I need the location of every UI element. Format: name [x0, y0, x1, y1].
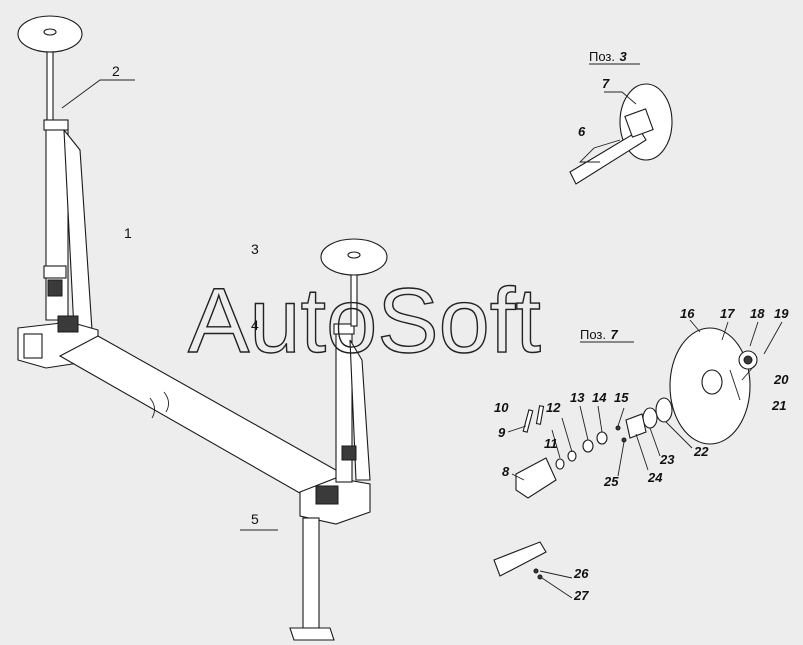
right-brace: [349, 339, 371, 481]
nut-26: [533, 568, 539, 574]
left-disc-hub: [43, 28, 57, 36]
leader-lines: [61, 63, 783, 599]
callout-17: 17: [720, 306, 735, 321]
leader-15: [617, 407, 625, 427]
bolt-10: [535, 405, 545, 425]
poz7-number: 7: [610, 327, 618, 342]
callout-26: 26: [573, 566, 589, 581]
callout-27: 27: [573, 588, 589, 603]
hub-24: [625, 413, 647, 439]
leader-14: [597, 405, 603, 433]
leader-11: [551, 429, 561, 459]
leader-6: [578, 139, 621, 163]
poz3-number: 3: [619, 49, 627, 64]
leader-12: [561, 417, 573, 453]
callout-11: 11: [544, 436, 558, 451]
poz7-label: Поз. 7: [580, 326, 618, 343]
callout-19: 19: [774, 306, 789, 321]
poz3-hub-bracket: [624, 108, 654, 138]
callout-25: 25: [603, 474, 619, 489]
callout-24: 24: [647, 470, 663, 485]
poz3-label: Поз. 3: [589, 48, 627, 65]
callout-12: 12: [546, 400, 561, 415]
leader-23: [649, 427, 661, 457]
callout-21: 21: [771, 398, 786, 413]
disc-16-hub: [701, 369, 723, 395]
poz7-prefix: Поз.: [580, 327, 606, 342]
watermark-text: AutoSoft: [188, 270, 541, 372]
cap-20-center: [743, 355, 753, 365]
leader-26: [539, 570, 573, 579]
leader-20: [741, 365, 755, 381]
arm-8: [515, 457, 557, 499]
seal-22: [655, 397, 673, 423]
right-disc-hub: [347, 251, 361, 259]
detail-poz3: [569, 83, 673, 185]
callout-20: 20: [773, 372, 789, 387]
callout-5: 5: [251, 511, 259, 527]
left-shaft: [46, 51, 54, 125]
leader-19: [763, 321, 783, 355]
washer-14: [596, 431, 608, 445]
right-clamp-top: [333, 323, 355, 335]
callout-22: 22: [693, 444, 709, 459]
callout-10: 10: [494, 400, 509, 415]
callout-23: 23: [659, 452, 675, 467]
left-end-bracket: [57, 315, 79, 333]
washer-13: [582, 439, 594, 453]
poz3-prefix: Поз.: [589, 49, 615, 64]
support-leg: [302, 517, 320, 629]
main-assembly: [17, 15, 388, 641]
callout-18: 18: [750, 306, 765, 321]
callout-2: 2: [112, 63, 120, 79]
bracket-26: [493, 541, 547, 577]
leader-22: [665, 421, 693, 449]
leader-27: [541, 577, 573, 599]
position-labels: Поз. 3 Поз. 7: [580, 48, 627, 343]
left-clamp-bolt: [47, 279, 63, 297]
right-clamp-bolt: [341, 445, 357, 461]
callout-13: 13: [570, 390, 585, 405]
left-clamp-top: [43, 119, 69, 131]
left-clamp-mid: [43, 265, 67, 279]
callout-3: 3: [251, 241, 259, 257]
poz3-shaft: [569, 129, 647, 185]
pin-25: [621, 437, 627, 443]
callout-14: 14: [592, 390, 607, 405]
pin-15: [615, 425, 621, 431]
callout-1: 1: [124, 225, 132, 241]
beam-break-mark-2: [163, 391, 169, 413]
callout-15: 15: [614, 390, 629, 405]
nut-11: [555, 458, 565, 470]
callout-4: 4: [251, 317, 259, 333]
leader-7: [604, 91, 637, 105]
detail-poz7: [493, 327, 758, 580]
leader-17: [721, 321, 729, 341]
leader-24: [635, 433, 649, 471]
support-foot: [289, 627, 335, 641]
leader-21: [729, 369, 741, 401]
callout-7: 7: [602, 76, 610, 91]
callout-16: 16: [680, 306, 695, 321]
left-end-plate: [23, 333, 43, 359]
callout-9: 9: [498, 425, 506, 440]
beam-break-mark: [149, 397, 155, 419]
callout-numbers: 1 2 3 4 5 6 7 8 9 10 11 12 13 14 15 16 1…: [112, 63, 789, 603]
leader-13: [579, 405, 589, 441]
leader-9: [507, 425, 527, 433]
leader-16: [689, 319, 701, 333]
ring-23: [642, 407, 658, 429]
leader-2: [61, 79, 135, 109]
ring-12: [567, 450, 577, 462]
callout-8: 8: [502, 464, 510, 479]
leader-25: [617, 441, 625, 477]
leader-18: [749, 321, 759, 347]
bolt-9: [522, 409, 534, 433]
leader-8: [511, 473, 525, 481]
callout-6: 6: [578, 124, 586, 139]
right-end-bracket: [315, 485, 339, 505]
nut-27: [537, 574, 543, 580]
